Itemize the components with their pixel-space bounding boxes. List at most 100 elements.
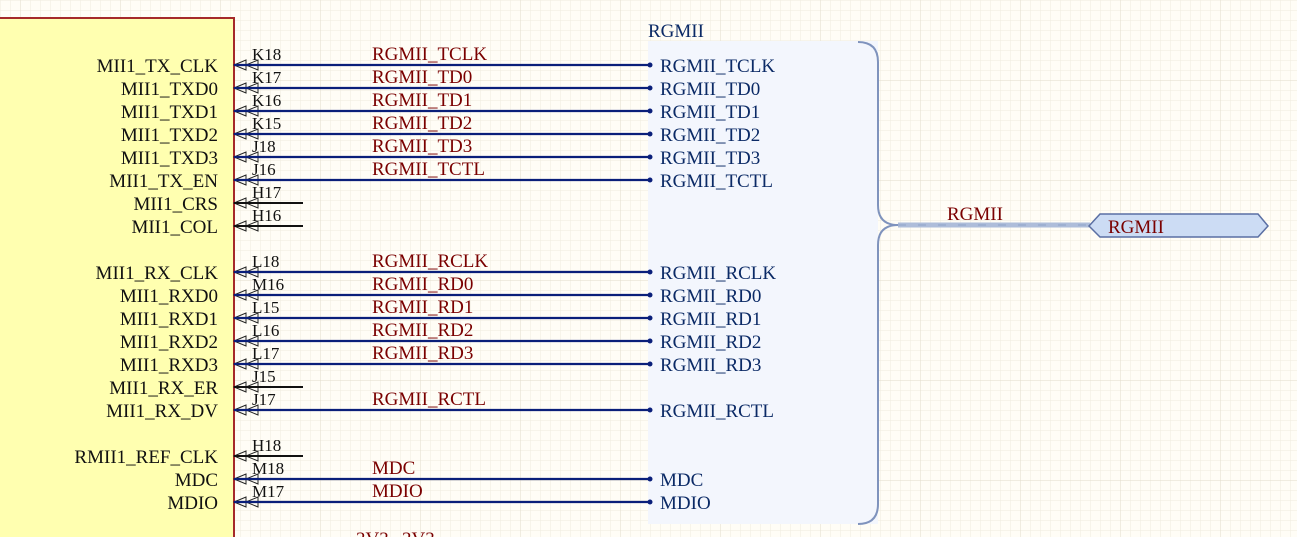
pin-row[interactable]: MII1_CRS H17 (134, 183, 303, 215)
pin-number: K18 (252, 45, 281, 64)
pin-number: L18 (252, 252, 279, 271)
harness-connector[interactable]: RGMII (648, 21, 899, 525)
pin-name: MII1_COL (131, 217, 218, 238)
pin-name: MII1_TXD3 (121, 148, 218, 169)
pin-number: J16 (252, 160, 276, 179)
net-label: RGMII_RD3 (372, 343, 473, 364)
harness-entry: MDC (660, 470, 703, 491)
pin-name: MII1_RXD3 (120, 355, 218, 376)
harness-entry: RGMII_RD2 (660, 332, 761, 353)
pin-row[interactable]: MII1_COL H16 (131, 206, 303, 238)
net-label: RGMII_RD0 (372, 274, 473, 295)
pin-number: K15 (252, 114, 281, 133)
wire-junction (647, 269, 653, 275)
harness-connector-body[interactable] (648, 41, 878, 524)
pin-name: MII1_TXD0 (121, 79, 218, 100)
pin-name: MII1_CRS (134, 194, 218, 215)
wire-junction (647, 499, 653, 505)
pin-name: MII1_TX_CLK (97, 56, 219, 77)
pin-name: MII1_RX_ER (109, 378, 218, 399)
bottom-labels: 3V3 3V3 (356, 529, 435, 537)
net-label: RGMII_RCTL (372, 389, 486, 410)
harness-entry: RGMII_RD0 (660, 286, 761, 307)
pin-name: MDIO (167, 493, 218, 514)
wire-junction (647, 62, 653, 68)
harness-port[interactable]: RGMII (1087, 213, 1269, 238)
harness-entry: RGMII_TD1 (660, 102, 760, 123)
power-label-1: 3V3 (356, 529, 389, 537)
net-label: RGMII_TCTL (372, 159, 485, 180)
net-label: MDC (372, 458, 415, 479)
wire-junction (647, 315, 653, 321)
pin-number: L15 (252, 298, 279, 317)
pin-number: H18 (252, 436, 281, 455)
pin-row[interactable]: RMII1_REF_CLK H18 (74, 436, 303, 468)
net-label: RGMII_RD2 (372, 320, 473, 341)
pin-number: M17 (252, 482, 285, 501)
pin-number: M18 (252, 459, 284, 478)
harness-port-shape[interactable] (1087, 213, 1269, 238)
net-label: RGMII_TD0 (372, 67, 472, 88)
harness-entry: RGMII_RCLK (660, 263, 776, 284)
net-label: RGMII_TCLK (372, 44, 487, 65)
component[interactable] (0, 17, 235, 537)
harness-entry: RGMII_RD3 (660, 355, 761, 376)
pin-number: M16 (252, 275, 284, 294)
pin-name: MII1_TX_EN (109, 171, 218, 192)
harness-entry: RGMII_TD0 (660, 79, 760, 100)
pin-name: MII1_RXD1 (120, 309, 218, 330)
pin-number: H16 (252, 206, 281, 225)
pin-number: J17 (252, 390, 276, 409)
pin-number: K16 (252, 91, 281, 110)
wire-junction (647, 154, 653, 160)
net-label: RGMII_TD1 (372, 90, 472, 111)
harness-entry: RGMII_RD1 (660, 309, 761, 330)
wire-junction (647, 85, 653, 91)
pin-name: MII1_TXD2 (121, 125, 218, 146)
wire-junction (647, 131, 653, 137)
wire-junction (647, 407, 653, 413)
wire-junction (647, 292, 653, 298)
wire-junction (647, 108, 653, 114)
net-label: MDIO (372, 481, 423, 502)
signal-harness[interactable]: RGMII (898, 204, 1090, 228)
pin-name: MII1_TXD1 (121, 102, 218, 123)
net-label: RGMII_RD1 (372, 297, 473, 318)
wire-junction (647, 476, 653, 482)
wire-junction (647, 361, 653, 367)
pin-number: K17 (252, 68, 282, 87)
pin-name: MII1_RX_DV (106, 401, 218, 422)
pin-number: H17 (252, 183, 282, 202)
harness-connector-title: RGMII (648, 21, 704, 42)
pin-number: J18 (252, 137, 276, 156)
pin-number: L17 (252, 344, 280, 363)
harness-entry: RGMII_TD3 (660, 148, 760, 169)
pin-name: MII1_RXD0 (120, 286, 218, 307)
harness-entry: MDIO (660, 493, 711, 514)
component-body[interactable] (0, 17, 235, 537)
pin-number: L16 (252, 321, 279, 340)
harness-entry: RGMII_TCTL (660, 171, 773, 192)
wire-junction (647, 177, 653, 183)
net-label: RGMII_TD3 (372, 136, 472, 157)
net-label: RGMII_RCLK (372, 251, 488, 272)
pin-name: RMII1_REF_CLK (74, 447, 218, 468)
pin-name: MII1_RX_CLK (96, 263, 219, 284)
